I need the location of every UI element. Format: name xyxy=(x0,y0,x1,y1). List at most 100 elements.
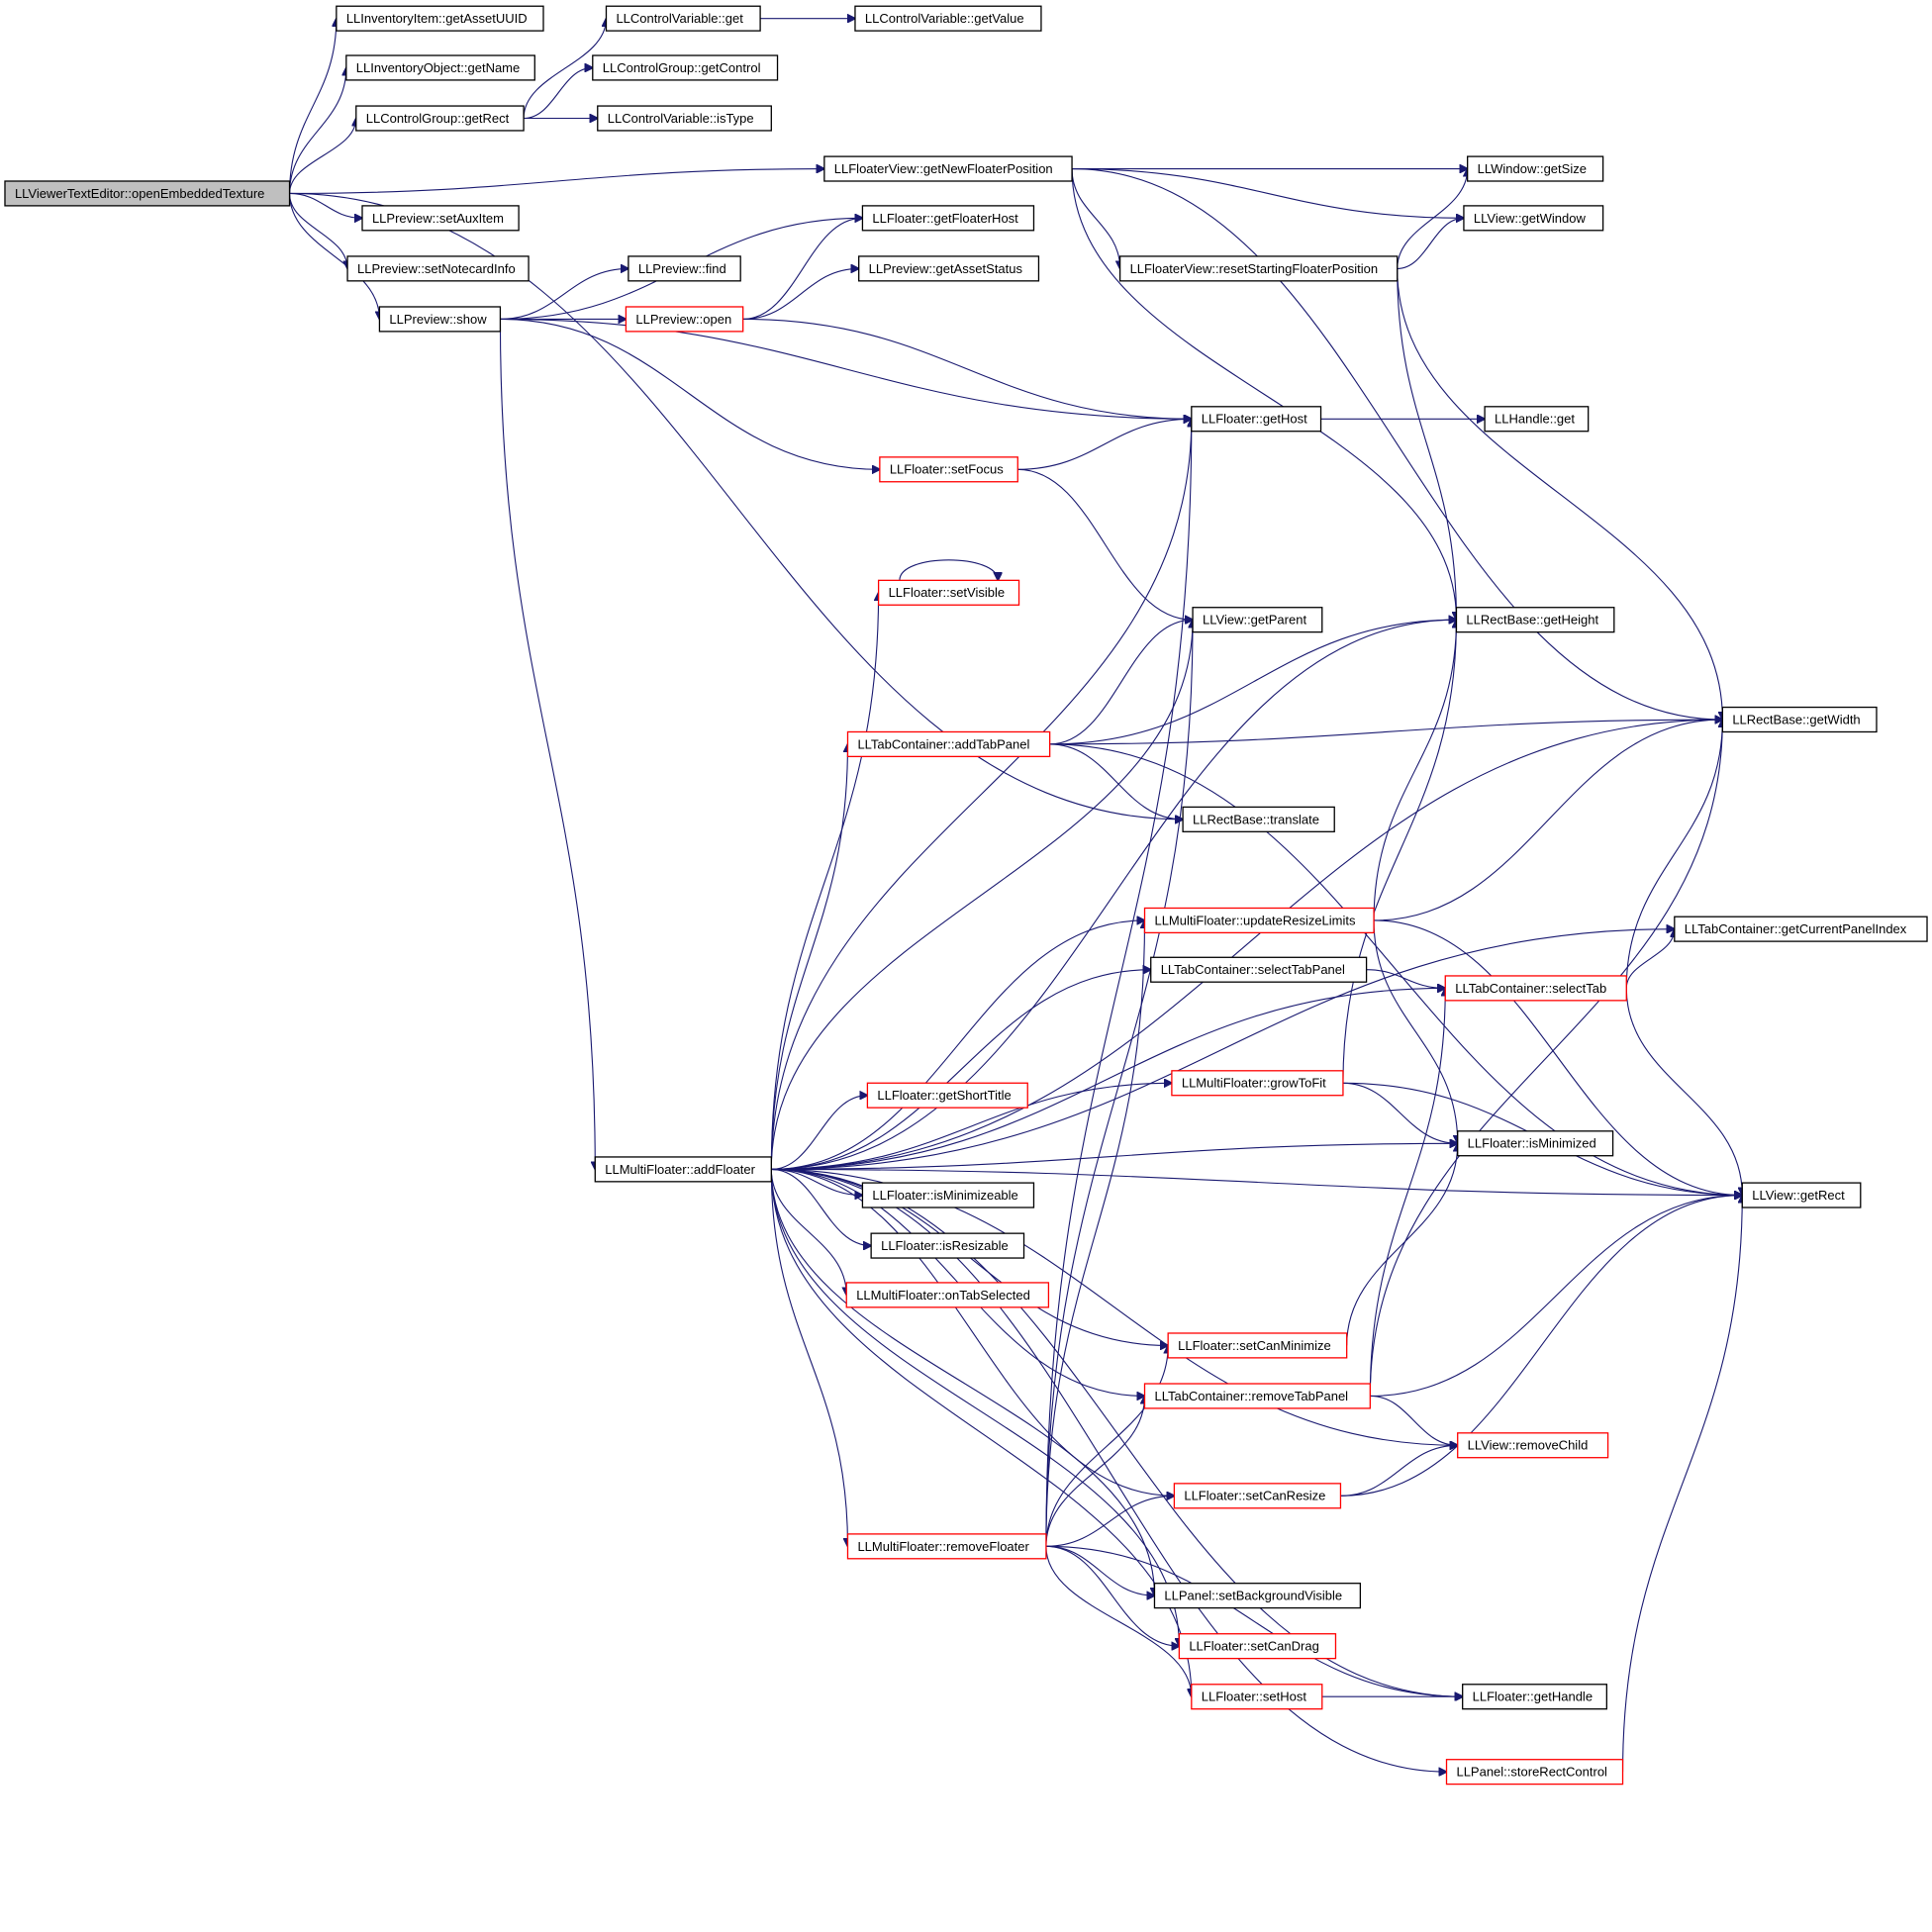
node-tab-get-current-panel-index[interactable]: LLTabContainer::getCurrentPanelIndex xyxy=(1674,916,1928,942)
node-ctrl-var-is-type[interactable]: LLControlVariable::isType xyxy=(597,105,772,132)
call-edge-mf-add-floater-to-mf-remove-floater xyxy=(770,1169,847,1546)
node-view-remove-child[interactable]: LLView::removeChild xyxy=(1457,1432,1609,1459)
node-tab-add-tab-panel[interactable]: LLTabContainer::addTabPanel xyxy=(846,730,1051,758)
call-edge-mf-add-floater-to-mf-grow-to-fit xyxy=(771,1083,1172,1170)
call-edge-tab-remove-tab-panel-to-view-remove-child xyxy=(1370,1395,1457,1445)
node-window-get-size[interactable]: LLWindow::getSize xyxy=(1467,155,1604,182)
node-box xyxy=(1741,1182,1862,1208)
node-view-get-parent[interactable]: LLView::getParent xyxy=(1192,607,1323,633)
node-tab-select-tab-panel[interactable]: LLTabContainer::selectTabPanel xyxy=(1150,956,1368,983)
call-edge-floater-view-get-new-pos-to-rect-get-height xyxy=(1071,168,1456,621)
call-edge-preview-show-to-floater-get-host xyxy=(500,318,1191,419)
call-edge-mf-add-floater-to-mf-on-tab-selected xyxy=(770,1169,846,1295)
node-view-get-rect[interactable]: LLView::getRect xyxy=(1741,1182,1862,1208)
node-box xyxy=(1150,956,1368,983)
node-box xyxy=(378,306,502,333)
node-label: LLFloater::setFocus xyxy=(890,462,1004,477)
node-panel-store-rect-control[interactable]: LLPanel::storeRectControl xyxy=(1445,1759,1624,1786)
call-edge-floater-view-reset-pos-to-view-get-window xyxy=(1397,218,1464,269)
node-label: LLRectBase::getHeight xyxy=(1466,613,1598,628)
node-box xyxy=(845,1282,1050,1308)
call-edge-mf-add-floater-to-floater-is-resizable xyxy=(771,1168,871,1245)
node-label: LLMultiFloater::addFloater xyxy=(605,1162,755,1177)
call-edge-panel-store-rect-control-to-view-get-rect xyxy=(1621,1196,1743,1773)
call-edge-floater-set-can-minimize-to-floater-is-minimized xyxy=(1346,1143,1458,1346)
node-handle-get[interactable]: LLHandle::get xyxy=(1484,406,1590,433)
node-label: LLView::getWindow xyxy=(1474,211,1587,226)
node-label: LLPreview::find xyxy=(638,261,726,276)
node-floater-get-short-title[interactable]: LLFloater::getShortTitle xyxy=(866,1082,1028,1109)
node-floater-view-get-new-pos[interactable]: LLFloaterView::getNewFloaterPosition xyxy=(823,155,1073,182)
node-floater-set-visible[interactable]: LLFloater::setVisible xyxy=(877,579,1020,606)
node-inv-item-get-asset-uuid[interactable]: LLInventoryItem::getAssetUUID xyxy=(336,5,544,32)
node-preview-set-notecard-info[interactable]: LLPreview::setNotecardInfo xyxy=(346,255,530,282)
node-floater-is-minimized[interactable]: LLFloater::isMinimized xyxy=(1457,1130,1614,1157)
call-edge-root-to-rect-translate xyxy=(289,192,1184,819)
node-mf-add-floater[interactable]: LLMultiFloater::addFloater xyxy=(594,1156,772,1183)
node-box xyxy=(1153,1583,1362,1609)
node-floater-set-can-drag[interactable]: LLFloater::setCanDrag xyxy=(1178,1633,1337,1660)
node-floater-set-can-minimize[interactable]: LLFloater::setCanMinimize xyxy=(1167,1332,1348,1359)
node-view-get-window[interactable]: LLView::getWindow xyxy=(1463,205,1604,232)
node-floater-get-handle[interactable]: LLFloater::getHandle xyxy=(1462,1684,1607,1710)
node-mf-update-resize-limits[interactable]: LLMultiFloater::updateResizeLimits xyxy=(1143,907,1375,934)
call-edge-floater-set-focus-to-floater-get-host xyxy=(1017,419,1192,470)
node-box xyxy=(1467,155,1604,182)
node-box xyxy=(1484,406,1590,433)
node-tab-select-tab[interactable]: LLTabContainer::selectTab xyxy=(1444,975,1627,1002)
node-box xyxy=(1457,1130,1614,1157)
node-inv-obj-get-name[interactable]: LLInventoryObject::getName xyxy=(345,54,535,81)
node-root[interactable]: LLViewerTextEditor::openEmbeddedTexture xyxy=(4,180,291,207)
node-mf-remove-floater[interactable]: LLMultiFloater::removeFloater xyxy=(846,1533,1047,1560)
node-floater-view-reset-pos[interactable]: LLFloaterView::resetStartingFloaterPosit… xyxy=(1118,255,1399,282)
call-edge-mf-grow-to-fit-to-floater-is-minimized xyxy=(1342,1082,1458,1143)
node-preview-show[interactable]: LLPreview::show xyxy=(378,306,502,333)
node-rect-get-height[interactable]: LLRectBase::getHeight xyxy=(1455,607,1615,633)
call-edge-floater-set-can-resize-to-view-get-rect xyxy=(1340,1196,1742,1497)
node-floater-get-floater-host[interactable]: LLFloater::getFloaterHost xyxy=(861,205,1035,232)
node-label: LLFloater::setCanDrag xyxy=(1189,1639,1319,1654)
node-label: LLPanel::storeRectControl xyxy=(1456,1765,1607,1780)
node-rect-translate[interactable]: LLRectBase::translate xyxy=(1182,806,1335,832)
node-label: LLFloater::setCanMinimize xyxy=(1178,1338,1331,1353)
call-edge-mf-add-floater-to-rect-get-width xyxy=(771,720,1722,1170)
node-floater-set-host[interactable]: LLFloater::setHost xyxy=(1191,1684,1323,1710)
node-preview-open[interactable]: LLPreview::open xyxy=(625,306,744,333)
node-tab-remove-tab-panel[interactable]: LLTabContainer::removeTabPanel xyxy=(1143,1383,1371,1409)
call-edge-floater-view-reset-pos-to-rect-get-width xyxy=(1397,268,1723,720)
node-floater-set-can-resize[interactable]: LLFloater::setCanResize xyxy=(1173,1483,1342,1509)
node-ctrl-var-get[interactable]: LLControlVariable::get xyxy=(605,5,761,32)
node-mf-grow-to-fit[interactable]: LLMultiFloater::growToFit xyxy=(1171,1070,1344,1097)
node-label: LLPreview::show xyxy=(389,312,487,327)
node-ctrl-var-get-value[interactable]: LLControlVariable::getValue xyxy=(854,5,1042,32)
node-floater-set-focus[interactable]: LLFloater::setFocus xyxy=(879,456,1018,483)
call-edge-mf-remove-floater-to-floater-get-host xyxy=(1045,419,1192,1547)
node-panel-set-background-visible[interactable]: LLPanel::setBackgroundVisible xyxy=(1153,1583,1362,1609)
node-label: LLFloater::setVisible xyxy=(889,585,1006,600)
node-ctrl-group-get-control[interactable]: LLControlGroup::getControl xyxy=(592,54,779,81)
node-label: LLTabContainer::getCurrentPanelIndex xyxy=(1685,921,1907,936)
call-edge-preview-open-to-floater-get-host xyxy=(742,318,1192,419)
node-box xyxy=(1674,916,1928,942)
node-label: LLFloater::getFloaterHost xyxy=(872,211,1018,226)
call-edge-mf-remove-floater-to-floater-set-can-drag xyxy=(1045,1545,1179,1646)
call-edge-preview-show-to-mf-add-floater xyxy=(499,319,595,1169)
node-label: LLPreview::setNotecardInfo xyxy=(357,261,516,276)
node-floater-get-host[interactable]: LLFloater::getHost xyxy=(1191,406,1322,433)
node-box xyxy=(846,1533,1047,1560)
node-mf-on-tab-selected[interactable]: LLMultiFloater::onTabSelected xyxy=(845,1282,1050,1308)
call-edge-mf-add-floater-to-rect-get-height xyxy=(771,620,1456,1170)
node-ctrl-group-get-rect[interactable]: LLControlGroup::getRect xyxy=(355,105,525,132)
node-floater-is-minimizeable[interactable]: LLFloater::isMinimizeable xyxy=(861,1182,1035,1208)
node-preview-find[interactable]: LLPreview::find xyxy=(628,255,741,282)
call-edge-root-to-inv-item-get-asset-uuid xyxy=(289,19,337,194)
node-label: LLControlGroup::getControl xyxy=(603,60,761,75)
node-box xyxy=(1118,255,1399,282)
node-preview-set-aux-item[interactable]: LLPreview::setAuxItem xyxy=(361,205,520,232)
node-preview-get-asset-status[interactable]: LLPreview::getAssetStatus xyxy=(858,255,1040,282)
call-edge-tab-remove-tab-panel-to-tab-select-tab xyxy=(1369,988,1445,1397)
node-label: LLControlGroup::getRect xyxy=(366,111,510,126)
node-floater-is-resizable[interactable]: LLFloater::isResizable xyxy=(870,1232,1025,1259)
node-label: LLViewerTextEditor::openEmbeddedTexture xyxy=(15,186,264,201)
node-rect-get-width[interactable]: LLRectBase::getWidth xyxy=(1721,706,1878,733)
